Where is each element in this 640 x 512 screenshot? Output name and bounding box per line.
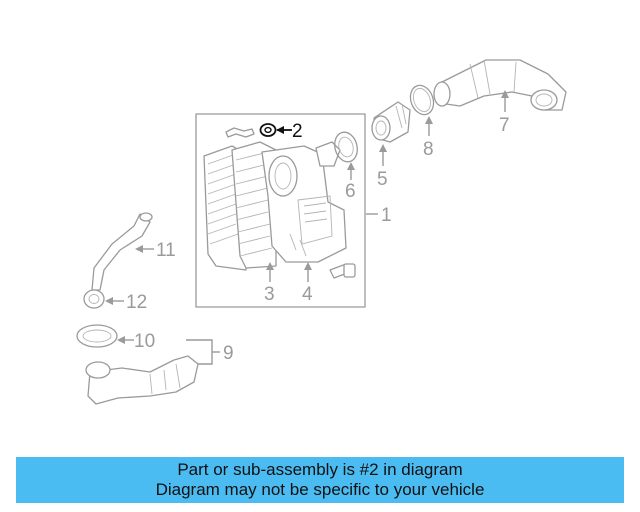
banner-line-2: Diagram may not be specific to your vehi… [155, 480, 485, 499]
part-6-seal [334, 131, 358, 163]
leader-12 [105, 297, 124, 305]
part-2-grommet [259, 123, 277, 137]
leader-11 [135, 245, 154, 253]
callout-7: 7 [499, 115, 510, 136]
callout-4: 4 [302, 284, 313, 305]
parts-diagram: 1 2 3 4 5 6 7 8 9 10 11 12 [76, 59, 567, 405]
leader-9 [186, 339, 220, 365]
leader-7 [501, 90, 509, 112]
leader-10 [117, 336, 134, 344]
callout-12: 12 [126, 292, 147, 313]
part-bracket [225, 127, 255, 138]
leader-6 [347, 162, 355, 180]
part-10-ring [76, 324, 118, 348]
part-9-lower-duct [85, 355, 199, 405]
leader-3 [266, 262, 274, 282]
part-4-housing [261, 141, 347, 263]
part-11-hose [91, 212, 153, 291]
callout-11: 11 [156, 240, 176, 261]
callout-8: 8 [423, 139, 434, 160]
part-7-duct [433, 59, 567, 111]
callout-6: 6 [345, 181, 356, 202]
part-12-cap [83, 289, 105, 309]
info-banner: Part or sub-assembly is #2 in diagram Di… [16, 457, 624, 503]
callout-3: 3 [264, 284, 275, 305]
callout-10: 10 [134, 331, 155, 352]
part-bolt [329, 263, 356, 279]
leader-2 [276, 126, 292, 134]
callout-1: 1 [381, 205, 392, 226]
leader-4 [304, 262, 312, 282]
part-8-clamp [409, 84, 435, 116]
callout-9: 9 [223, 343, 234, 364]
leader-8 [425, 116, 433, 136]
assembly-box [195, 113, 366, 308]
part-5-adapter [371, 101, 411, 143]
banner-line-1: Part or sub-assembly is #2 in diagram [177, 460, 463, 479]
callout-5: 5 [377, 169, 388, 190]
leader-5 [379, 144, 387, 166]
callout-2: 2 [292, 121, 303, 142]
